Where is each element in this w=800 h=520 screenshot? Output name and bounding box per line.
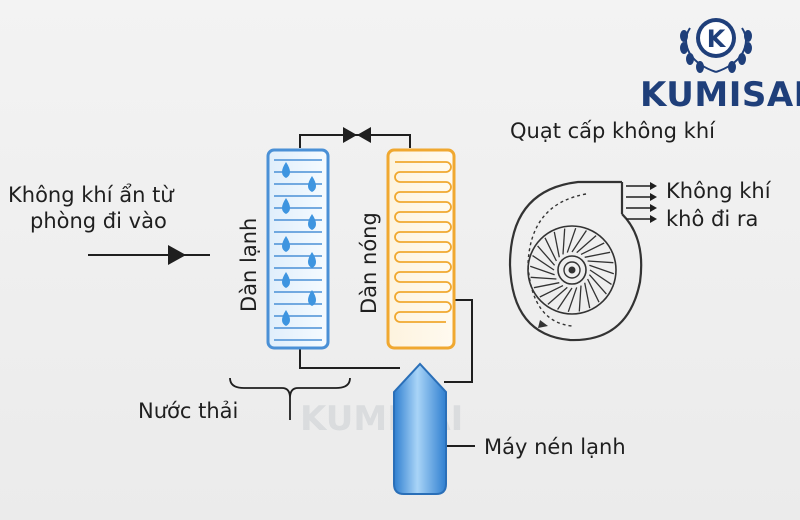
fan-blade	[584, 251, 611, 258]
fan-blade	[587, 260, 614, 264]
pipe-top	[299, 134, 411, 148]
water-drop-icon	[282, 272, 290, 288]
fan-blade	[537, 245, 556, 266]
air-in-label-line1: Không khí ẩn từ	[8, 183, 175, 207]
fan-blade	[578, 285, 582, 312]
fan-blade	[584, 282, 591, 309]
air-in-label-line2: phòng đi vào	[30, 209, 167, 233]
fan-blade	[529, 265, 555, 276]
water-drop-icon	[308, 290, 316, 306]
badge-letter: K	[707, 25, 727, 53]
valve-icon	[343, 127, 371, 143]
fan-blade	[544, 237, 557, 262]
water-drop-icon	[282, 236, 290, 252]
air-in-arrow-icon	[168, 245, 186, 265]
water-drops	[282, 162, 316, 326]
fan-label: Quạt cấp không khí	[510, 119, 716, 143]
air-out-label-line2: khô đi ra	[666, 207, 758, 231]
fan-blade	[589, 264, 615, 275]
pipe-from-compressor	[444, 299, 473, 383]
wastewater-label: Nước thải	[138, 399, 238, 423]
cold-coil-tubes	[274, 159, 322, 341]
hot-coil-label: Dàn nóng	[357, 212, 381, 314]
fan-blade	[580, 242, 605, 255]
k-badge-icon: K	[696, 18, 736, 58]
fan-blade	[571, 230, 587, 253]
fan-blade	[530, 276, 557, 280]
fan-blade	[557, 287, 573, 310]
water-drop-icon	[282, 162, 290, 178]
fan-blade	[576, 235, 597, 254]
water-drop-icon	[282, 310, 290, 326]
compressor-label: Máy nén lạnh	[484, 435, 626, 459]
fan-blade	[588, 274, 607, 295]
water-drop-icon	[282, 198, 290, 214]
fan-blade	[562, 228, 566, 255]
fan-blade	[553, 231, 560, 258]
hot-coil-tubes	[394, 161, 452, 323]
laurel-wreath-icon	[680, 27, 752, 73]
fan-blade	[547, 286, 568, 305]
hot-coil	[386, 148, 456, 350]
water-drop-icon	[308, 252, 316, 268]
air-out-arrows	[626, 182, 657, 223]
brand-name: KUMISAI	[640, 75, 800, 115]
air-out-label-line1: Không khí	[666, 179, 772, 203]
pipe-to-compressor	[299, 348, 400, 369]
cold-coil	[266, 148, 330, 350]
fan-blade	[566, 227, 577, 253]
fan-blade	[532, 255, 555, 271]
water-drop-icon	[308, 176, 316, 192]
fan-blade	[567, 287, 578, 313]
fan-blade	[533, 282, 560, 289]
brand-logo: K KUMISAI	[640, 18, 800, 115]
compressor	[393, 362, 447, 495]
fan-blade	[589, 269, 612, 285]
fan-blade	[587, 278, 600, 303]
cold-coil-label: Dàn lạnh	[237, 218, 261, 312]
fan-blade	[539, 285, 564, 298]
water-drop-icon	[308, 214, 316, 230]
wastewater-bracket	[229, 377, 351, 420]
centrifugal-fan-icon	[508, 180, 643, 342]
